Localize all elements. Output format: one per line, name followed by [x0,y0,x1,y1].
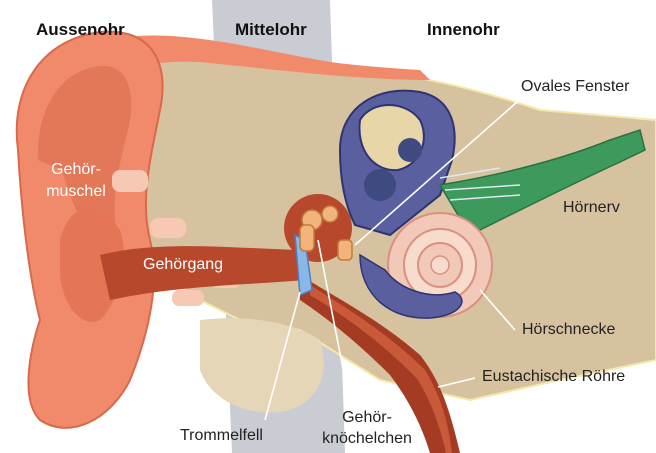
cartilage-3 [172,290,204,306]
pinna-label-line2: muschel [36,182,116,201]
eardrum-label: Trommelfell [180,426,263,445]
lower-bone [200,318,324,412]
auditory-nerve-label: Hörnerv [563,198,620,217]
middle-ear-header: Mittelohr [235,20,307,39]
inner-ear-header: Innenohr [427,20,500,39]
oval-window-label: Ovales Fenster [521,77,629,96]
ossicles-label-line2: knöchelchen [312,429,422,448]
cartilage-2 [150,218,186,238]
ossicles-label-line1: Gehör- [312,408,422,427]
cochlea-core [431,256,449,274]
outer-ear-header: Aussenohr [36,20,125,39]
cartilage-1 [112,170,148,192]
cochlea-label: Hörschnecke [522,320,615,339]
ear-canal-label: Gehörgang [143,255,223,274]
pinna-label-line1: Gehör- [36,160,116,179]
ampulla-1 [398,138,422,162]
ampulla-2 [364,169,396,201]
eustachian-tube-label: Eustachische Röhre [482,367,625,386]
